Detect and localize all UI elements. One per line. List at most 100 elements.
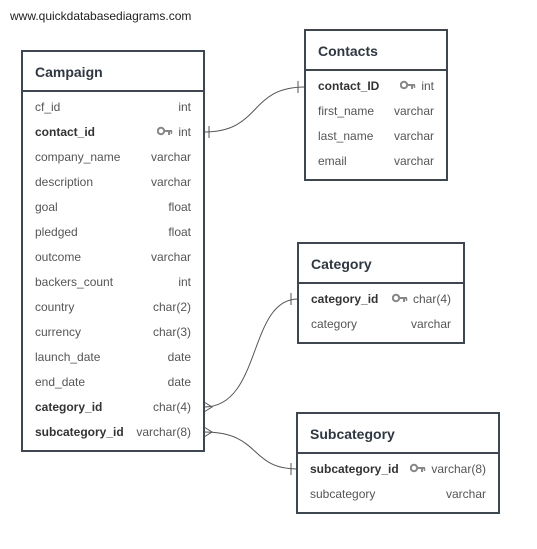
field-name: country [35, 300, 75, 314]
contacts-table-title: Contacts [306, 31, 446, 71]
category-table-title: Category [299, 244, 463, 284]
contacts-field-row[interactable]: contact_ID int [306, 74, 446, 99]
link-campaign-subcategory [203, 431, 299, 470]
campaign-table-title: Campaign [23, 52, 203, 92]
campaign-field-row[interactable]: outcome varchar [23, 245, 203, 270]
field-type: int [157, 120, 191, 145]
field-type: int [178, 95, 191, 120]
campaign-field-row[interactable]: country char(2) [23, 295, 203, 320]
field-type: varchar [446, 482, 486, 507]
field-type: char(4) [153, 395, 191, 420]
field-type-label: float [168, 225, 191, 239]
campaign-field-row[interactable]: end_date date [23, 370, 203, 395]
subcategory-field-row[interactable]: subcategory varchar [298, 482, 498, 507]
field-type-label: char(2) [152, 300, 191, 314]
field-type-label: varchar [150, 150, 191, 164]
link-campaign-category-many-mark [203, 401, 213, 413]
field-type-label: int [178, 125, 191, 139]
field-name: launch_date [35, 350, 101, 364]
campaign-field-row[interactable]: description varchar [23, 170, 203, 195]
category-field-row[interactable]: category varchar [299, 312, 463, 337]
field-type: varchar [151, 145, 191, 170]
field-type: date [168, 370, 191, 395]
field-type: float [168, 195, 191, 220]
field-type-label: char(4) [152, 400, 191, 414]
field-name: contact_id [35, 125, 96, 139]
campaign-field-row[interactable]: currency char(3) [23, 320, 203, 345]
field-type-label: varchar [445, 487, 486, 501]
field-name: cf_id [35, 100, 61, 114]
field-name: category [311, 317, 358, 331]
field-name: last_name [318, 129, 374, 143]
field-name: description [35, 175, 94, 189]
field-name: subcategory [310, 487, 376, 501]
field-type: char(2) [153, 295, 191, 320]
field-type-label: varchar(8) [431, 462, 486, 476]
field-name: email [318, 154, 347, 168]
field-type: varchar [411, 312, 451, 337]
field-name: company_name [35, 150, 121, 164]
key-icon [400, 74, 416, 99]
field-type-label: varchar [393, 129, 434, 143]
key-icon [391, 287, 408, 312]
subcategory-table-title: Subcategory [298, 414, 498, 454]
field-type-label: int [178, 275, 191, 289]
campaign-field-row[interactable]: backers_count int [23, 270, 203, 295]
field-name: currency [35, 325, 82, 339]
field-type: varchar(8) [410, 457, 486, 482]
subcategory-field-row[interactable]: subcategory_id varchar(8) [298, 457, 498, 482]
watermark: www.quickdatabasediagrams.com [10, 9, 192, 23]
link-campaign-subcategory-many-mark [203, 426, 213, 438]
contacts-field-row[interactable]: email varchar [306, 149, 446, 174]
field-type-label: varchar [150, 175, 191, 189]
field-type: varchar [151, 170, 191, 195]
field-type: varchar [151, 245, 191, 270]
field-type: varchar [394, 149, 434, 174]
field-type: char(3) [153, 320, 191, 345]
field-type-label: varchar [410, 317, 451, 331]
field-name: outcome [35, 250, 82, 264]
field-type-label: float [168, 200, 191, 214]
field-name: category_id [311, 292, 379, 306]
field-type-label: date [167, 375, 191, 389]
campaign-field-row[interactable]: contact_id int [23, 120, 203, 145]
campaign-field-row[interactable]: subcategory_id varchar(8) [23, 420, 203, 445]
field-type: varchar(8) [136, 420, 191, 445]
field-name: end_date [35, 375, 86, 389]
field-name: backers_count [35, 275, 114, 289]
field-name: contact_ID [318, 79, 380, 93]
field-type-label: varchar [393, 104, 434, 118]
category-field-row[interactable]: category_id char(4) [299, 287, 463, 312]
category-table[interactable]: Category category_id char(4) category varch… [297, 242, 465, 344]
field-type-label: varchar(8) [136, 425, 191, 439]
field-type: float [168, 220, 191, 245]
contacts-field-row[interactable]: last_name varchar [306, 124, 446, 149]
field-type: int [178, 270, 191, 295]
field-name: subcategory_id [35, 425, 124, 439]
field-type-label: int [421, 79, 434, 93]
field-type: varchar [394, 124, 434, 149]
field-type-label: int [178, 100, 191, 114]
campaign-field-row[interactable]: launch_date date [23, 345, 203, 370]
field-name: category_id [35, 400, 103, 414]
link-campaign-contacts [203, 86, 306, 133]
field-type: int [400, 74, 434, 99]
field-type: varchar [394, 99, 434, 124]
campaign-field-row[interactable]: company_name varchar [23, 145, 203, 170]
field-type-label: varchar [150, 250, 191, 264]
link-campaign-category [203, 298, 299, 408]
field-type-label: char(4) [412, 292, 451, 306]
field-type-label: char(3) [152, 325, 191, 339]
field-type-label: date [167, 350, 191, 364]
campaign-field-row[interactable]: category_id char(4) [23, 395, 203, 420]
field-type: char(4) [391, 287, 451, 312]
key-icon [410, 457, 426, 482]
field-name: subcategory_id [310, 462, 399, 476]
campaign-field-row[interactable]: cf_id int [23, 95, 203, 120]
